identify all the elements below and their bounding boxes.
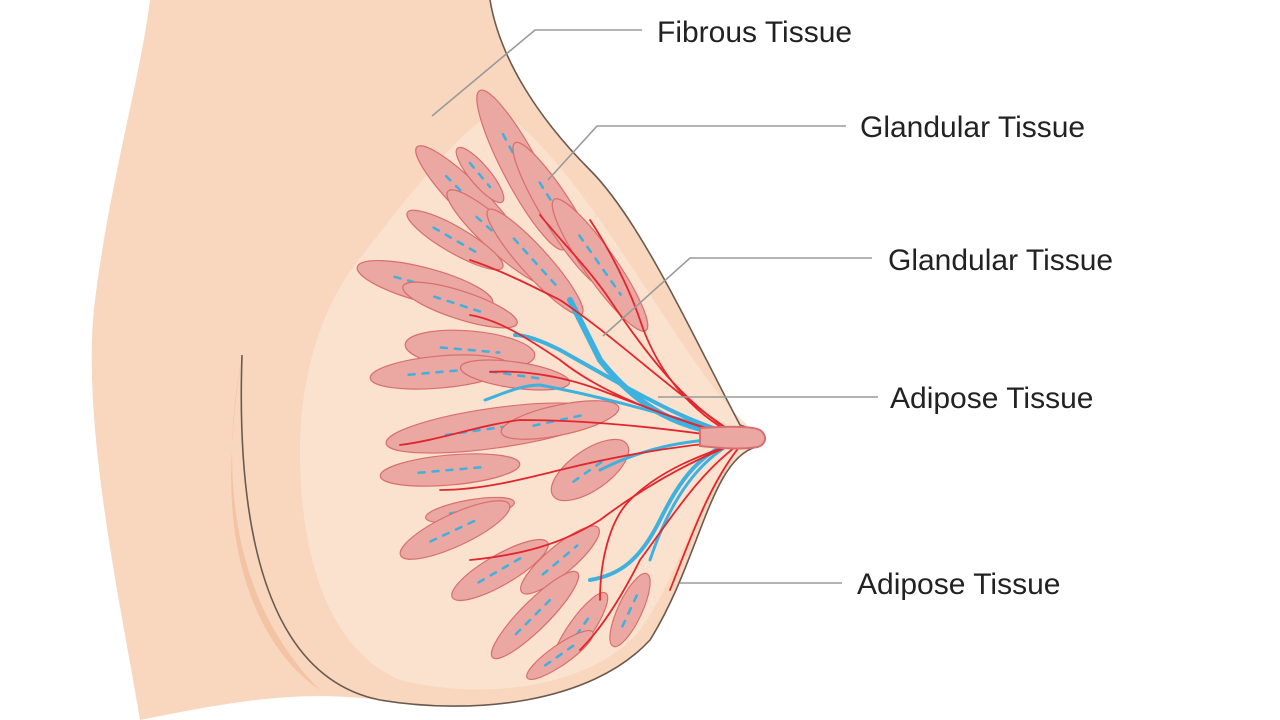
duct (483, 383, 747, 439)
lobule (459, 359, 571, 391)
lobule-duct (621, 592, 639, 628)
lobule-duct (432, 226, 478, 254)
lobule (520, 525, 600, 595)
lobule-duct (433, 295, 487, 315)
lobule (551, 198, 649, 332)
leader-line-fibrous (431, 29, 642, 117)
lobule-duct (477, 556, 523, 584)
lobule-duct (538, 181, 582, 249)
lobule (406, 209, 504, 271)
lobule-duct (489, 370, 541, 380)
artery (579, 439, 746, 651)
artery (669, 439, 746, 591)
artery (399, 419, 746, 446)
lobule-duct (578, 234, 622, 296)
lobule-duct (544, 643, 576, 667)
lobule-duct (572, 457, 608, 483)
lobule-duct (501, 132, 543, 208)
blood-vessels (399, 214, 746, 651)
lobule-duct (417, 466, 483, 474)
label-glandular-tissue-1: Glandular Tissue (860, 111, 1085, 144)
artery (469, 259, 746, 441)
label-fibrous-tissue: Fibrous Tissue (657, 16, 852, 49)
artery (589, 219, 746, 441)
lobule-duct (512, 237, 558, 287)
artery (489, 370, 746, 441)
lobule-duct (429, 517, 481, 543)
artery (599, 439, 746, 601)
lobule-duct (439, 346, 501, 354)
label-adipose-tissue-1: Adipose Tissue (890, 382, 1093, 415)
leader-line-glandular-1 (547, 125, 846, 181)
label-glandular-tissue-2: Glandular Tissue (888, 244, 1113, 277)
artery (439, 439, 746, 491)
label-adipose-tissue-2: Adipose Tissue (857, 568, 1060, 601)
breast-outline (240, 0, 763, 707)
lobule-duct (514, 594, 556, 636)
lobule-duct (468, 161, 492, 189)
nipple (699, 425, 766, 450)
leader-line-glandular-2 (602, 257, 872, 337)
lobule-duct (407, 368, 473, 376)
artery (469, 439, 746, 561)
